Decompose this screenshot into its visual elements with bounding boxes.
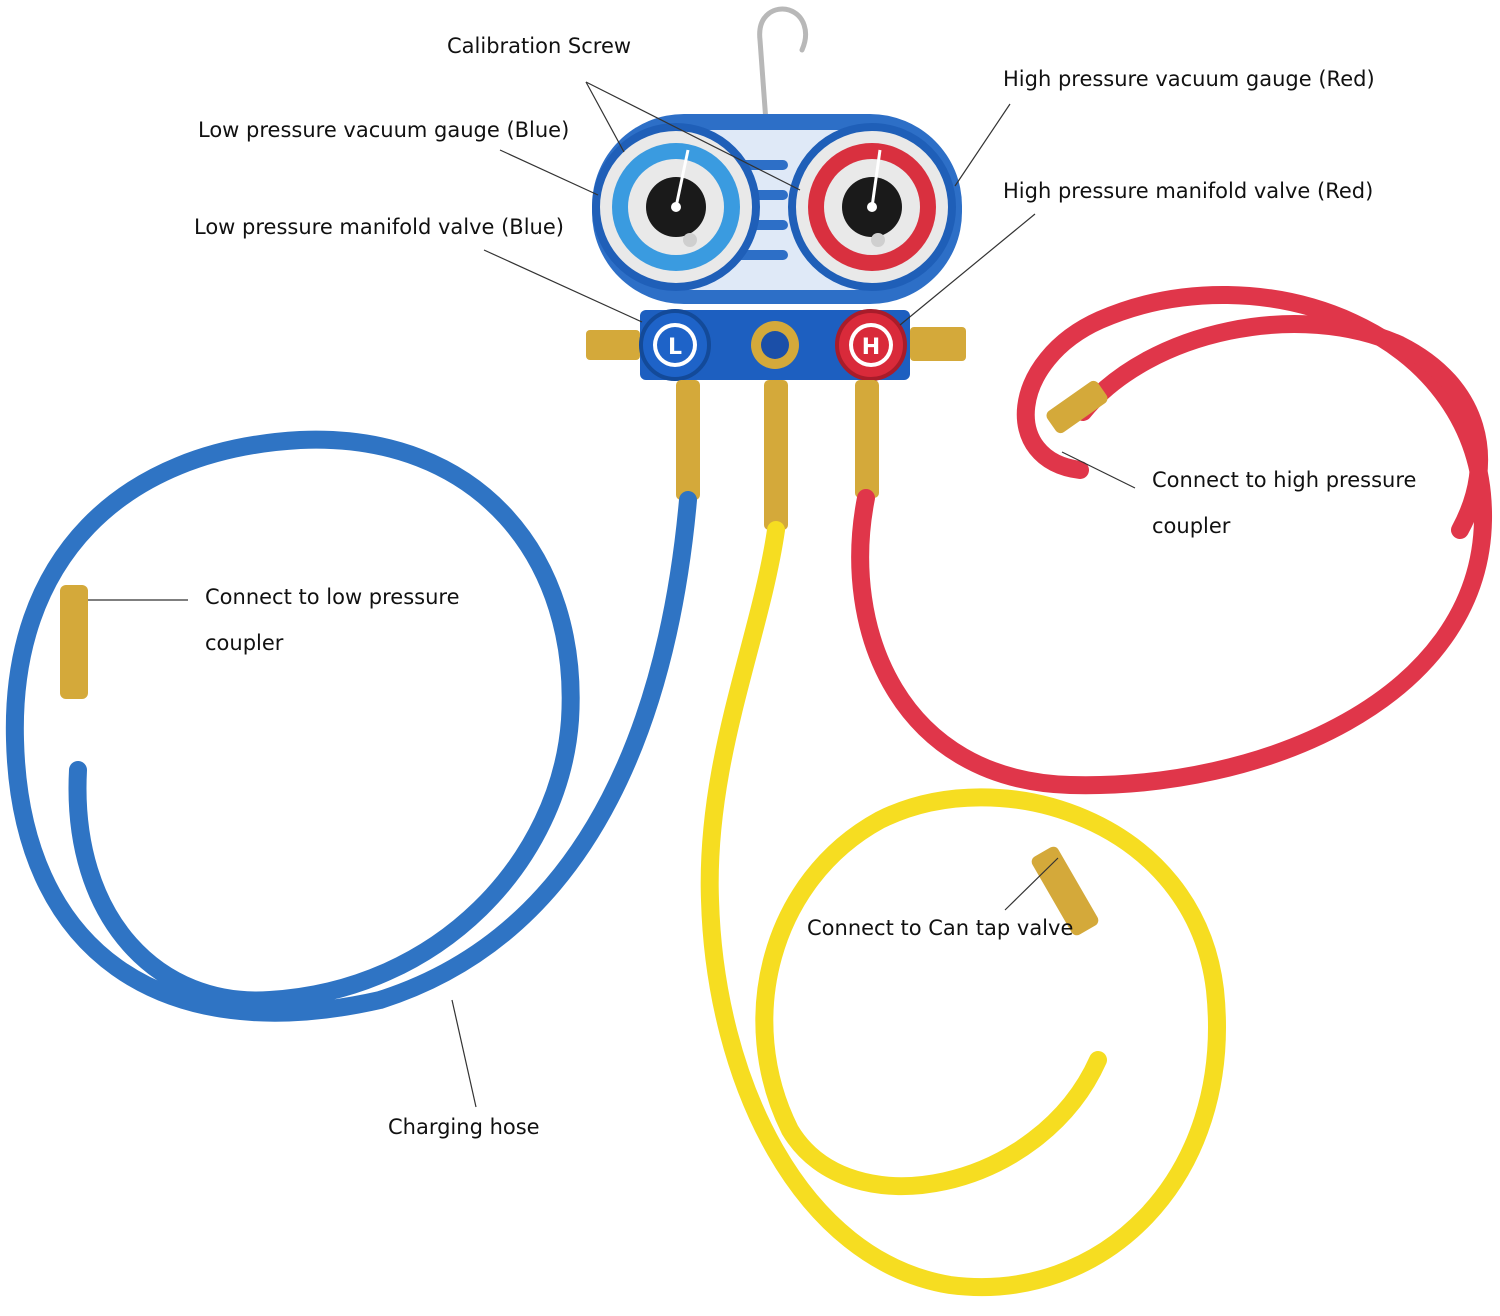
label-calibration-screw: Calibration Screw xyxy=(447,34,632,58)
center-port-fitting xyxy=(764,380,788,530)
center-port xyxy=(751,321,799,369)
low-pressure-gauge xyxy=(592,123,760,291)
label-can-tap: Connect to Can tap valve xyxy=(807,916,1074,940)
high-port-fitting xyxy=(855,380,879,498)
label-low-pressure-gauge: Low pressure vacuum gauge (Blue) xyxy=(198,118,570,142)
right-side-fitting xyxy=(910,327,966,361)
label-low-pressure-valve: Low pressure manifold valve (Blue) xyxy=(194,215,564,239)
low-knob-letter: L xyxy=(668,335,682,360)
label-low-coupler: Connect to low pressure coupler xyxy=(205,585,460,655)
label-high-pressure-valve: High pressure manifold valve (Red) xyxy=(1003,179,1374,203)
yellow-charging-hose xyxy=(700,521,1226,1296)
high-pressure-gauge xyxy=(788,123,956,291)
low-calibration-screw xyxy=(683,233,697,247)
red-hose-end-fitting xyxy=(1046,380,1108,434)
yellow-hose-end-fitting xyxy=(1031,846,1099,936)
blue-hose-end-fitting xyxy=(60,585,88,699)
blue-charging-hose xyxy=(5,430,697,1022)
low-valve-knob xyxy=(639,309,711,381)
label-high-pressure-gauge: High pressure vacuum gauge (Red) xyxy=(1003,67,1375,91)
high-calibration-screw xyxy=(871,233,885,247)
red-charging-hose xyxy=(851,285,1493,795)
label-high-coupler: Connect to high pressure coupler xyxy=(1152,468,1417,538)
left-side-fitting xyxy=(586,330,640,360)
high-knob-letter: H xyxy=(862,335,880,360)
label-charging-hose: Charging hose xyxy=(388,1115,540,1139)
leader-lines xyxy=(88,81,1136,1108)
high-valve-knob xyxy=(835,309,907,381)
low-port-fitting xyxy=(676,380,700,500)
hanging-hook xyxy=(757,6,808,125)
